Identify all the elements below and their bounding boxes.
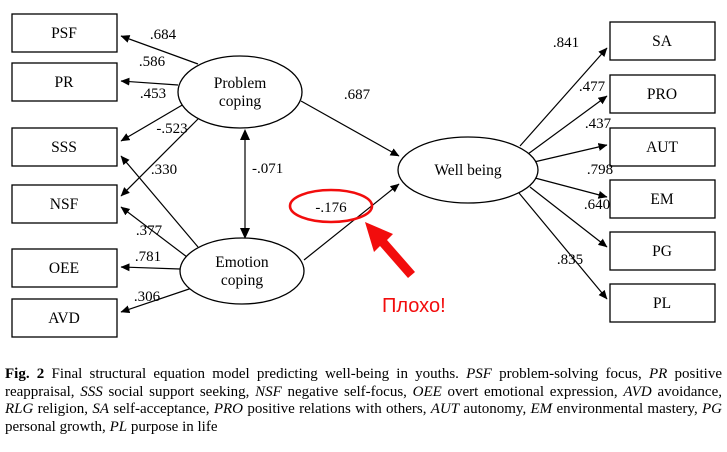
caption-abbr: EM (530, 401, 553, 418)
path-wellbeing-sa (519, 47, 608, 147)
path-wellbeing-pg (529, 186, 608, 248)
path-problem-psf (120, 35, 199, 65)
observed-box-avd: AVD (11, 298, 118, 338)
observed-box-em: EM (609, 179, 716, 219)
caption-segment: problem-solving focus, (491, 366, 649, 382)
red-highlight-ellipse (288, 188, 374, 224)
coef-problem-wellbeing: .687 (344, 87, 371, 103)
path-emotion-avd (120, 286, 196, 314)
caption-abbr: PR (648, 366, 668, 382)
caption-abbr: SSS (80, 383, 103, 400)
observed-label-avd: AVD (48, 310, 80, 327)
caption-segment: personal growth, (5, 418, 110, 435)
latent-problem-coping: Problem coping (177, 55, 303, 129)
observed-box-aut: AUT (609, 127, 716, 167)
latent-label-problem-line2: coping (219, 93, 261, 110)
latent-well-being: Well being (397, 136, 539, 204)
observed-box-nsf: NSF (11, 184, 118, 224)
path-emotion-sss (120, 155, 199, 248)
caption-abbr: OEE (412, 383, 442, 400)
caption-segment: positive relations with others, (243, 401, 431, 418)
latent-label-emotion-line2: coping (221, 272, 263, 289)
observed-label-aut: AUT (646, 139, 678, 156)
caption-abbr: PG (702, 401, 723, 418)
covariance-arrow-problem-emotion (240, 129, 250, 239)
caption-abbr: RLG (5, 401, 34, 418)
caption-segment: autonomy, (459, 401, 531, 418)
latent-label-wellbeing: Well being (434, 162, 501, 179)
caption-segment: religion, (33, 401, 93, 418)
red-annotation-text: Плохо! (382, 295, 446, 317)
observed-label-sa: SA (652, 33, 673, 50)
path-problem-nsf (120, 118, 199, 197)
coef-emotion-avd: .306 (134, 289, 161, 305)
observed-box-pg: PG (609, 231, 716, 271)
path-problem-sss (120, 103, 185, 142)
observed-box-pr: PR (11, 62, 118, 102)
caption-segment: purpose in life (127, 418, 218, 435)
caption-segment: Final structural equation model predicti… (44, 366, 467, 382)
path-wellbeing-em (534, 177, 608, 199)
coef-wellbeing-pl: .835 (557, 252, 583, 268)
coef-problem-nsf: -.523 (156, 121, 187, 137)
latent-label-emotion-line1: Emotion (215, 254, 269, 271)
caption-segment: self-acceptance, (109, 401, 214, 418)
observed-label-em: EM (650, 191, 673, 208)
coef-wellbeing-pg: .640 (584, 197, 610, 213)
caption-abbr: PSF (466, 366, 492, 382)
coef-problem-psf: .684 (150, 27, 177, 43)
caption-abbr: NSF (255, 383, 282, 400)
red-annotation-arrow (365, 222, 415, 278)
observed-box-psf: PSF (11, 13, 118, 53)
coef-emotion-nsf: .377 (136, 223, 163, 239)
caption-abbr: PRO (213, 401, 244, 418)
figure-number: Fig. 2 (5, 366, 45, 382)
figure-caption: Fig. 2 Final structural equation model p… (0, 362, 727, 436)
coef-wellbeing-aut: .437 (585, 116, 612, 132)
caption-abbr: SA (92, 401, 110, 418)
observed-label-psf: PSF (51, 25, 77, 42)
coef-emotion-sss: .330 (151, 162, 177, 178)
coef-problem-sss: .453 (140, 86, 166, 102)
coef-problem-pr: .586 (139, 54, 166, 70)
caption-segment: overt emotional expression, (441, 383, 624, 400)
observed-label-nsf: NSF (50, 196, 79, 213)
path-emotion-wellbeing (303, 183, 400, 261)
caption-segment: avoidance, (651, 383, 722, 400)
coef-emotion-wellbeing: -.176 (315, 200, 347, 216)
path-problem-wellbeing (300, 100, 400, 157)
path-emotion-oee (120, 263, 181, 272)
sem-diagram: PSF PR SSS NSF OEE AVD SA PRO (11, 13, 716, 338)
coef-covariance: -.071 (252, 161, 283, 177)
caption-abbr: AVD (623, 383, 652, 400)
coef-wellbeing-em: .798 (587, 162, 613, 178)
observed-box-sa: SA (609, 21, 716, 61)
path-wellbeing-aut (533, 143, 608, 163)
observed-label-oee: OEE (49, 260, 79, 277)
path-problem-pr (120, 77, 179, 86)
observed-box-sss: SSS (11, 127, 118, 167)
observed-label-pg: PG (652, 243, 672, 260)
observed-box-oee: OEE (11, 248, 118, 288)
caption-segment: social support seeking, (102, 383, 256, 400)
path-wellbeing-pl (518, 192, 608, 300)
caption-abbr: PL (109, 418, 128, 435)
path-emotion-nsf (120, 206, 188, 258)
latent-emotion-coping: Emotion coping (179, 237, 305, 305)
coef-emotion-oee: .781 (135, 249, 161, 265)
coef-wellbeing-pro: .477 (579, 79, 606, 95)
observed-box-pl: PL (609, 283, 716, 323)
path-wellbeing-pro (527, 95, 608, 155)
caption-segment: negative self-focus, (281, 383, 413, 400)
observed-label-pro: PRO (647, 86, 677, 103)
latent-label-problem-line1: Problem (214, 75, 267, 92)
observed-label-sss: SSS (51, 139, 77, 156)
observed-label-pr: PR (55, 74, 75, 91)
caption-abbr: AUT (430, 401, 460, 418)
caption-segment: environmental mastery, (552, 401, 703, 418)
observed-box-pro: PRO (609, 74, 716, 114)
observed-label-pl: PL (653, 295, 671, 312)
caption-segment: positive reappraisal, (5, 366, 722, 400)
coef-wellbeing-sa: .841 (553, 35, 579, 51)
